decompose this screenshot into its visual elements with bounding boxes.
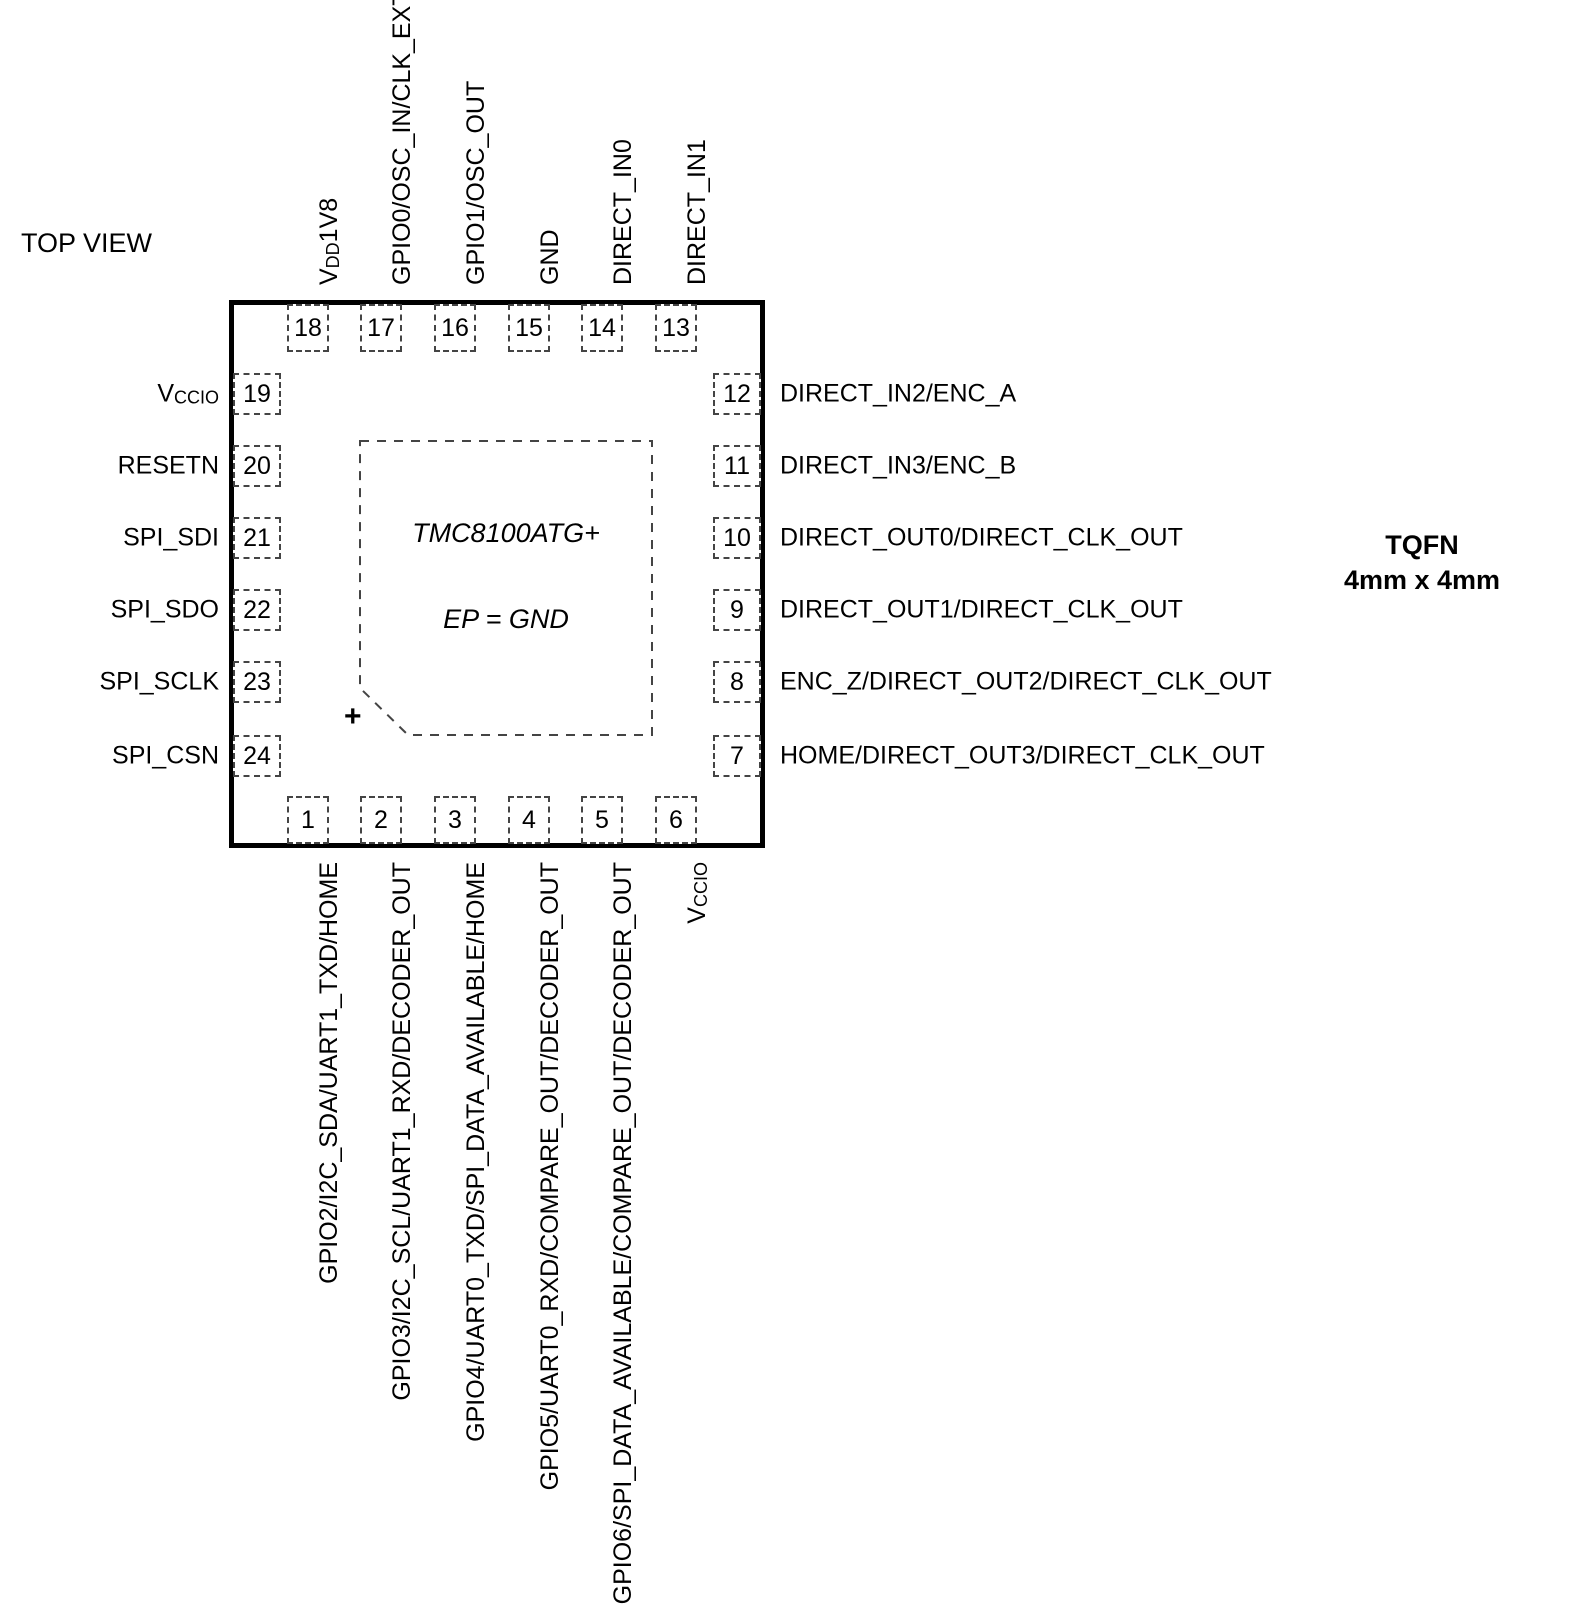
- pin-number-11: 11: [724, 451, 750, 480]
- pin-label-17: GPIO0/OSC_IN/CLK_EXT: [388, 0, 416, 285]
- pin-number-8: 8: [730, 667, 744, 696]
- exposed-pad-gnd-label: EP = GND: [443, 604, 569, 634]
- pin-label-7: HOME/DIRECT_OUT3/DIRECT_CLK_OUT: [780, 741, 1265, 770]
- pin-label-11: DIRECT_IN3/ENC_B: [780, 451, 1017, 480]
- pin-pad-6[interactable]: 6: [655, 796, 697, 844]
- pin-number-13: 13: [662, 313, 690, 342]
- pin-label-9: DIRECT_OUT1/DIRECT_CLK_OUT: [780, 595, 1183, 624]
- pin-label-20: RESETN: [117, 451, 219, 480]
- pin-pad-18[interactable]: 18: [287, 304, 329, 352]
- chip-body-outline: [229, 300, 765, 848]
- pin-pad-7[interactable]: 7: [713, 735, 761, 777]
- pin-number-10: 10: [723, 523, 751, 552]
- pin-label-18: VDD1V8: [315, 197, 344, 285]
- pin1-plus-marker: +: [344, 700, 362, 733]
- pin-number-6: 6: [669, 805, 683, 834]
- pin-label-22: SPI_SDO: [110, 595, 219, 624]
- pin-pad-22[interactable]: 22: [233, 589, 281, 631]
- pin-number-14: 14: [588, 313, 616, 342]
- pin-pad-16[interactable]: 16: [434, 304, 476, 352]
- pin-pad-9[interactable]: 9: [713, 589, 761, 631]
- pin-label-1: GPIO2/I2C_SDA/UART1_TXD/HOME: [315, 862, 343, 1284]
- pin-number-5: 5: [595, 805, 609, 834]
- pin-pad-20[interactable]: 20: [233, 445, 281, 487]
- pin-label-24: SPI_CSN: [112, 741, 219, 770]
- pin-label-4: GPIO5/UART0_RXD/COMPARE_OUT/DECODER_OUT: [536, 862, 564, 1491]
- pin-label-10: DIRECT_OUT0/DIRECT_CLK_OUT: [780, 523, 1183, 552]
- pin-label-21: SPI_SDI: [123, 523, 219, 552]
- pin-pad-11[interactable]: 11: [713, 445, 761, 487]
- pin-pad-14[interactable]: 14: [581, 304, 623, 352]
- pin-label-3: GPIO4/UART0_TXD/SPI_DATA_AVAILABLE/HOME: [462, 862, 490, 1442]
- pin-pad-2[interactable]: 2: [360, 796, 402, 844]
- pin-pad-13[interactable]: 13: [655, 304, 697, 352]
- pin-number-17: 17: [367, 313, 395, 342]
- pin-number-18: 18: [294, 313, 322, 342]
- pin-label-5: GPIO6/SPI_DATA_AVAILABLE/COMPARE_OUT/DEC…: [609, 862, 637, 1605]
- pin-label-14: DIRECT_IN0: [609, 139, 637, 285]
- pin-pad-5[interactable]: 5: [581, 796, 623, 844]
- pin-pad-8[interactable]: 8: [713, 661, 761, 703]
- pin-number-16: 16: [441, 313, 469, 342]
- pin-pad-15[interactable]: 15: [508, 304, 550, 352]
- pin-pad-23[interactable]: 23: [233, 661, 281, 703]
- pin-number-20: 20: [243, 451, 271, 480]
- pin-label-15: GND: [536, 229, 564, 285]
- pin-number-1: 1: [301, 805, 315, 834]
- pin-pad-21[interactable]: 21: [233, 517, 281, 559]
- package-type-label: TQFN: [1385, 530, 1459, 560]
- pin-label-13: DIRECT_IN1: [683, 139, 711, 285]
- top-view-label: TOP VIEW: [21, 228, 153, 258]
- pin-number-21: 21: [243, 523, 271, 552]
- pin-number-24: 24: [243, 741, 271, 770]
- pin-pad-17[interactable]: 17: [360, 304, 402, 352]
- pin-number-12: 12: [723, 379, 751, 408]
- pin-label-12: DIRECT_IN2/ENC_A: [780, 379, 1017, 408]
- pin-number-22: 22: [243, 595, 271, 624]
- pin-number-3: 3: [448, 805, 462, 834]
- pin-label-2: GPIO3/I2C_SCL/UART1_RXD/DECODER_OUT: [388, 862, 416, 1401]
- pin-pad-10[interactable]: 10: [713, 517, 761, 559]
- part-number-label: TMC8100ATG+: [412, 518, 600, 548]
- pin-label-8: ENC_Z/DIRECT_OUT2/DIRECT_CLK_OUT: [780, 667, 1272, 696]
- pin-label-16: GPIO1/OSC_OUT: [462, 80, 490, 285]
- pin-pad-19[interactable]: 19: [233, 373, 281, 415]
- pin-number-7: 7: [730, 741, 744, 770]
- pin-label-23: SPI_SCLK: [99, 667, 219, 696]
- pin-pad-24[interactable]: 24: [233, 735, 281, 777]
- pin-label-19: VCCIO: [157, 379, 219, 408]
- pin-label-6: VCCIO: [683, 862, 712, 924]
- pin-pad-12[interactable]: 12: [713, 373, 761, 415]
- pin-pad-4[interactable]: 4: [508, 796, 550, 844]
- pin-number-23: 23: [243, 667, 271, 696]
- pin-number-15: 15: [515, 313, 543, 342]
- pin-number-4: 4: [522, 805, 536, 834]
- pin-number-19: 19: [243, 379, 271, 408]
- package-size-label: 4mm x 4mm: [1343, 565, 1501, 596]
- pin-number-9: 9: [730, 595, 744, 624]
- exposed-pad-outline: TMC8100ATG+ EP = GND: [359, 440, 653, 736]
- package-note: TQFN 4mm x 4mm: [1302, 528, 1542, 598]
- pin-number-2: 2: [374, 805, 388, 834]
- pin-pad-1[interactable]: 1: [287, 796, 329, 844]
- pin-pad-3[interactable]: 3: [434, 796, 476, 844]
